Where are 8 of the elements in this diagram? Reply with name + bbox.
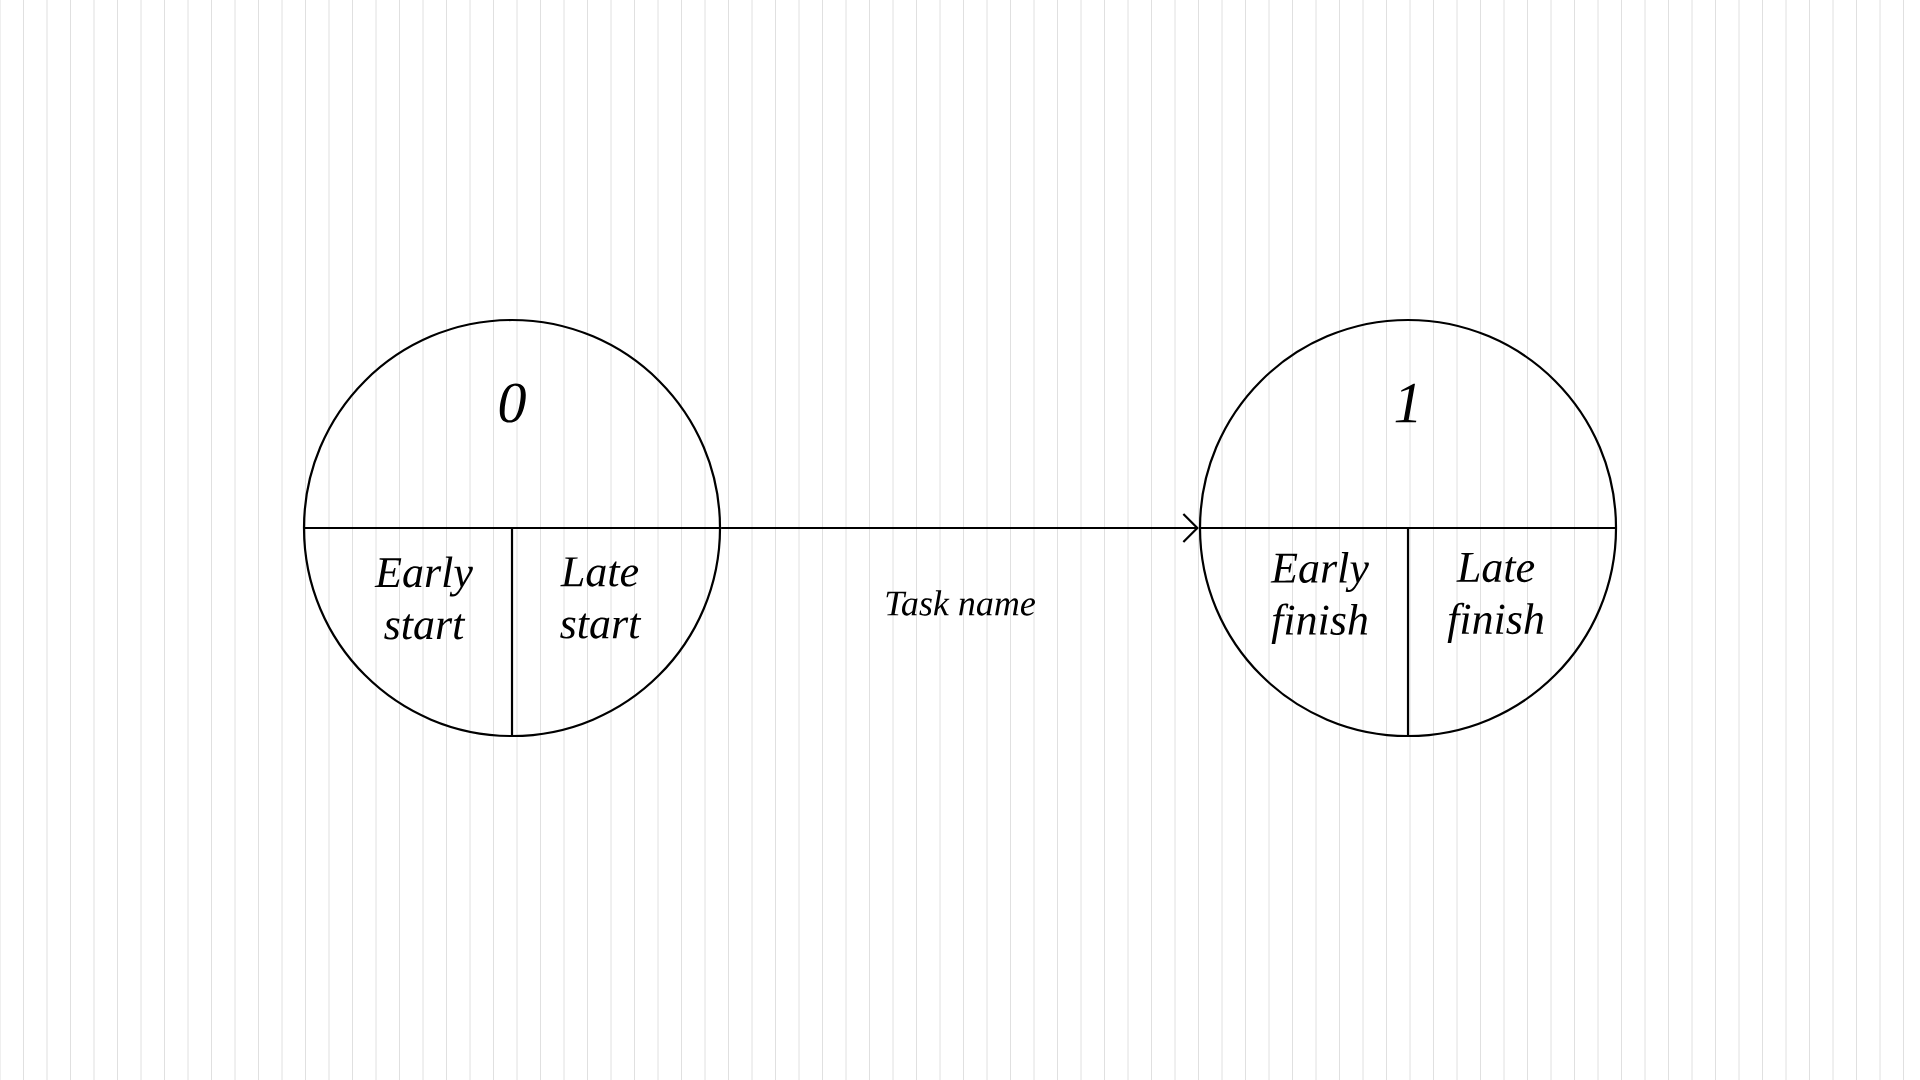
- cell-label: Early start: [374, 556, 473, 640]
- cell-label: Late start: [560, 557, 642, 639]
- cell-label: Early finish: [1270, 552, 1369, 644]
- cell-label: Late finish: [1447, 552, 1544, 644]
- node-number: 0: [499, 383, 526, 423]
- edge-label: Task name: [886, 590, 1035, 616]
- node-number: 1: [1395, 383, 1417, 423]
- arrow: [721, 513, 1199, 543]
